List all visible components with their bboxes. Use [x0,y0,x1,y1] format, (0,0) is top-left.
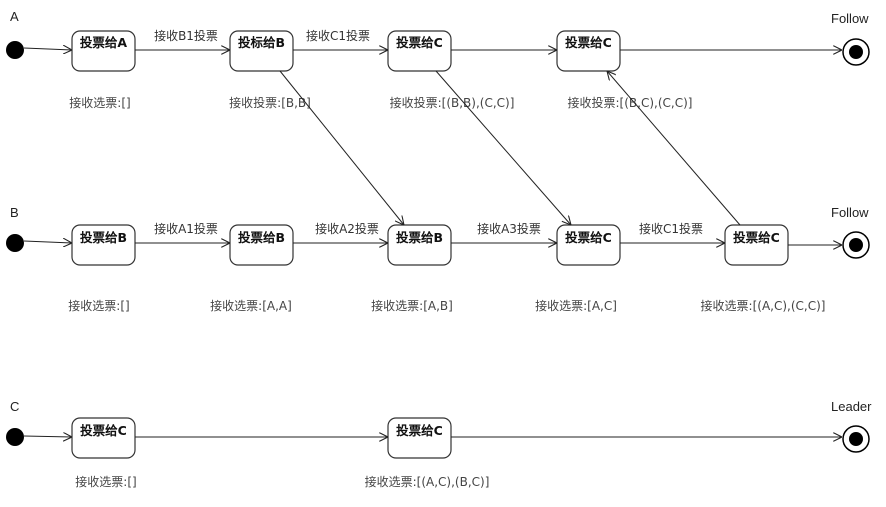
lane-c-start-node [6,428,24,446]
lane-b-state-3: 投票给B [387,224,452,266]
lane-a-label: A [10,9,19,24]
lane-b-state-3-label: 投票给B [396,230,443,245]
lane-c-state-1: 投票给C [71,417,136,459]
edge-a-state-3-to-b-state-4 [435,70,571,225]
lane-b-end-label: Follow [831,205,869,220]
lane-a-state-4-label: 投票给C [565,35,612,50]
lane-b-state-5-received: 接收选票:[(A,C),(C,C)] [701,298,826,313]
lane-c-end-node [842,425,870,453]
lane-a-state-1: 投票给A [71,30,136,72]
lane-a-state-2: 投标给B [229,30,294,72]
lane-a-state-2-label: 投标给B [238,35,285,50]
lane-a-state-1-received: 接收选票:[] [69,95,130,110]
lane-c-end-label: Leader [831,399,872,414]
lane-a-start-node [6,41,24,59]
lane-c-start-edge [23,436,72,437]
lane-c: C Leader 投票给C 投票给C 接收选票:[] 接收选票:[(A,C),(… [6,399,872,489]
lane-b-edge-1-label: 接收A1投票 [154,221,218,236]
lane-a-state-4-received: 接收投票:[(B,C),(C,C)] [568,95,693,110]
lane-a-start-edge [23,48,72,50]
lane-b-state-2-received: 接收选票:[A,A] [210,298,292,313]
lane-b-state-4-received: 接收选票:[A,C] [535,298,617,313]
lane-b-edge-4-label: 接收C1投票 [639,221,703,236]
lane-a: A Follow 投票给A 投标给B 投票给C 投票给C 接收B1投票 接收C1… [6,9,870,110]
lane-a-state-3-received: 接收投票:[(B,B),(C,C)] [390,95,515,110]
lane-b-state-1: 投票给B [71,224,136,266]
lane-b-state-5: 投票给C [724,224,789,266]
lane-a-state-1-label: 投票给A [80,35,128,50]
lane-c-state-2: 投票给C [387,417,452,459]
lane-b-state-5-label: 投票给C [733,230,780,245]
edge-a-state-2-to-b-state-3 [279,70,404,225]
lane-b-state-4: 投票给C [556,224,621,266]
lane-b: B Follow 投票给B 投票给B 投票给B 投票给C 投票给C 接收A1投票… [6,205,870,313]
lane-c-state-2-received: 接收选票:[(A,C),(B,C)] [365,474,490,489]
lane-a-edge-1-label: 接收B1投票 [154,28,218,43]
lane-b-state-3-received: 接收选票:[A,B] [371,298,453,313]
lane-c-state-1-received: 接收选票:[] [75,474,136,489]
lane-a-state-2-received: 接收投票:[B,B] [229,95,311,110]
lane-b-state-1-received: 接收选票:[] [68,298,129,313]
lane-a-edge-2-label: 接收C1投票 [306,28,370,43]
lane-c-state-1-label: 投票给C [80,423,127,438]
lane-b-edge-3-label: 接收A3投票 [477,221,541,236]
lane-b-label: B [10,205,19,220]
lane-b-edge-2-label: 接收A2投票 [315,221,379,236]
lane-b-state-2-label: 投票给B [238,230,285,245]
edge-b-state-5-to-a-state-4 [607,71,741,226]
lane-b-start-node [6,234,24,252]
lane-b-start-edge [23,241,72,243]
lane-c-state-2-label: 投票给C [396,423,443,438]
lane-a-state-3-label: 投票给C [396,35,443,50]
lane-c-label: C [10,399,19,414]
lane-b-state-2: 投票给B [229,224,294,266]
lane-a-end-label: Follow [831,11,869,26]
lane-b-end-node [842,231,870,259]
lane-a-end-node [842,38,870,66]
lane-a-state-4: 投票给C [556,30,621,72]
lane-b-state-4-label: 投票给C [565,230,612,245]
lane-b-state-1-label: 投票给B [80,230,127,245]
lane-a-state-3: 投票给C [387,30,452,72]
